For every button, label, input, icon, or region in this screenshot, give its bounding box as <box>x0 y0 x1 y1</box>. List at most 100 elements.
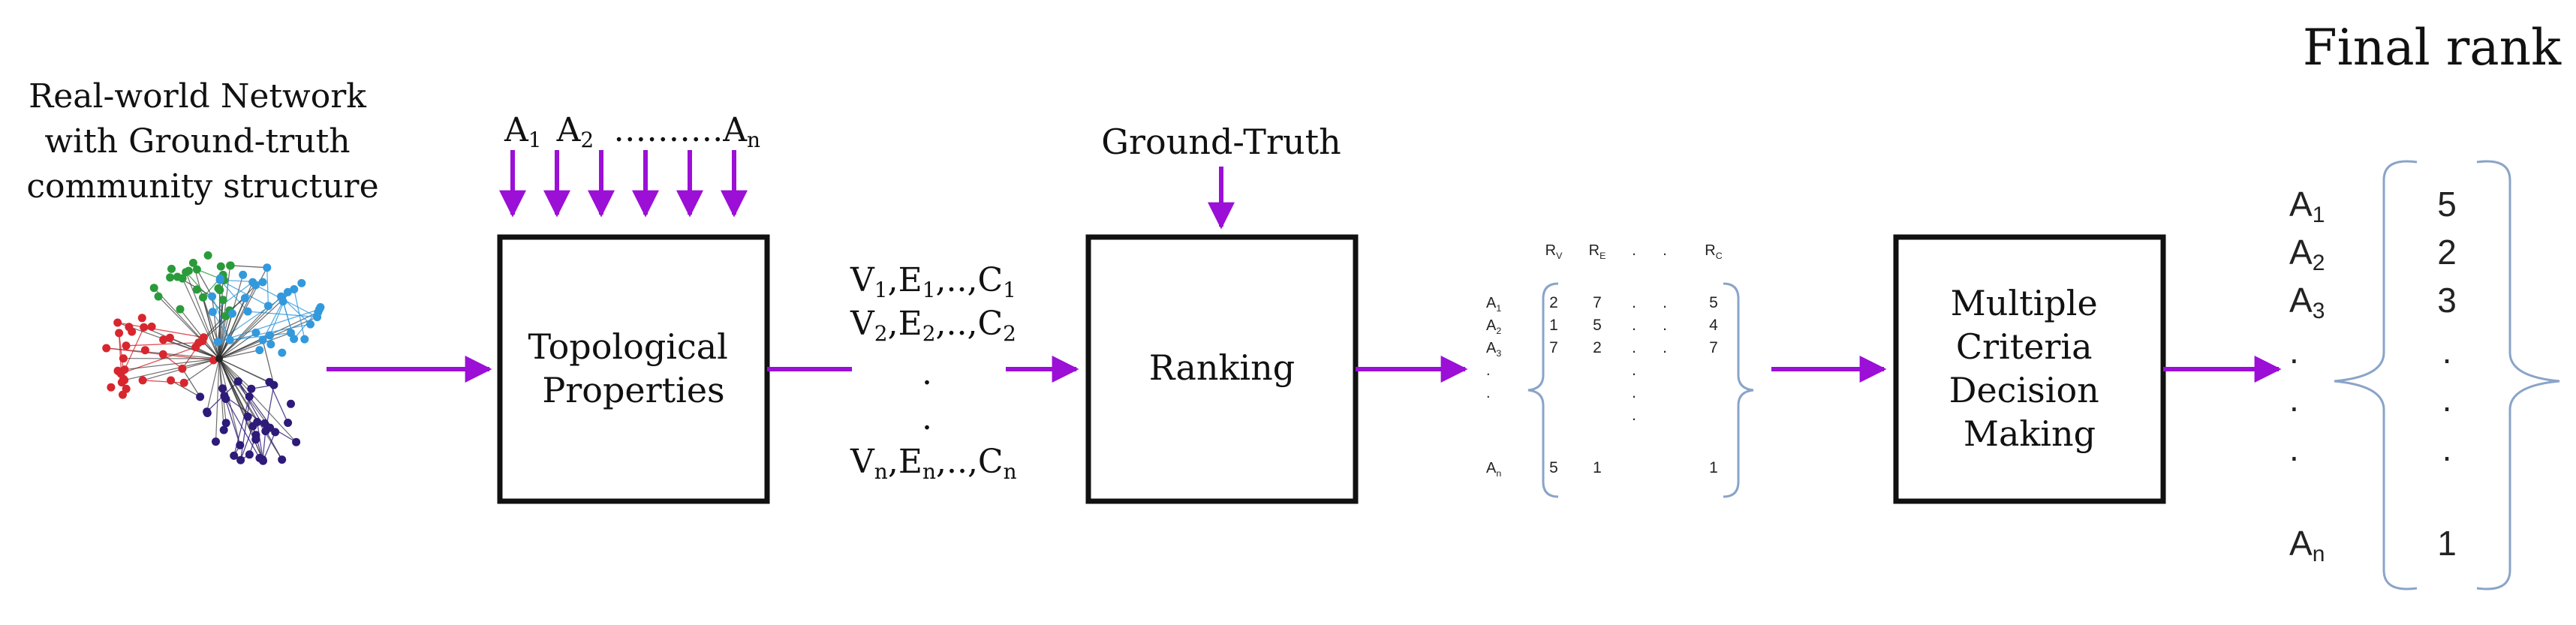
community-purple-node <box>245 392 254 401</box>
network-nodes <box>102 251 325 465</box>
final-rank-value: 2 <box>2437 233 2457 272</box>
properties-row-1: V1,E1,..,C1 <box>850 261 1016 302</box>
community-purple-node <box>236 440 245 449</box>
community-red-node <box>167 376 176 385</box>
final-rank-alternative: An <box>2289 524 2325 566</box>
community-green-node <box>192 265 201 274</box>
community-green-node <box>167 264 176 273</box>
network-edge <box>218 358 283 460</box>
network-edge <box>218 305 269 359</box>
final-rank-value: 5 <box>2437 185 2457 224</box>
network-edge <box>196 269 213 297</box>
community-red-node <box>115 329 124 338</box>
community-green-node <box>166 273 175 282</box>
community-purple-node <box>271 428 280 437</box>
community-purple-node <box>261 427 270 436</box>
properties-ellipsis-dot: . <box>922 399 932 437</box>
matrix-cell: . <box>1632 407 1636 424</box>
attributes-ellipsis: ………. <box>613 111 723 149</box>
community-red-node <box>179 378 188 387</box>
community-purple-node <box>260 419 269 428</box>
community-purple-node <box>221 395 230 404</box>
community-purple-node <box>196 392 205 401</box>
network-edge <box>225 398 260 458</box>
community-red-node <box>107 383 116 392</box>
properties-row-n: Vn,En,..,Cn <box>850 443 1017 484</box>
matrix-cell: . <box>1663 339 1667 356</box>
community-blue-node <box>258 278 267 287</box>
community-purple-node <box>245 450 254 459</box>
network-edge <box>262 431 276 461</box>
community-red-node <box>117 378 126 387</box>
network-caption-line-2: with Ground-truth <box>44 122 350 161</box>
community-blue-node <box>228 309 236 318</box>
matrix-cell: 1 <box>1593 459 1602 476</box>
matrix-cell: 5 <box>1549 459 1558 476</box>
final-rank-alternative: . <box>2289 429 2299 468</box>
network-edge <box>237 381 276 433</box>
community-purple-node <box>284 419 293 427</box>
matrix-col-header: RC <box>1705 242 1722 261</box>
matrix-row-label: A3 <box>1486 340 1501 359</box>
matrix-cell: 2 <box>1549 294 1558 311</box>
community-purple-node <box>292 437 301 446</box>
final-rank-alternative: A2 <box>2289 233 2325 275</box>
community-green-node <box>221 311 230 320</box>
network-edge <box>266 267 269 306</box>
community-red-node <box>128 327 137 336</box>
community-green-node <box>226 261 235 270</box>
matrix-left-bracket <box>1527 282 1559 498</box>
community-green-node <box>188 258 197 267</box>
matrix-row-label: . <box>1486 362 1491 379</box>
attributes-header: A1 A2 ……….An <box>504 111 760 155</box>
network-edge <box>218 332 291 359</box>
community-red-node <box>137 314 146 323</box>
community-purple-node <box>212 437 220 446</box>
community-red-node <box>178 364 187 373</box>
community-purple-node <box>233 377 242 386</box>
community-red-node <box>116 369 125 378</box>
properties-row-2: V2,E2,..,C2 <box>850 305 1016 346</box>
matrix-cell: 7 <box>1593 294 1602 311</box>
properties-list: V1,E1,..,C1 V2,E2,..,C2 . . Vn,En,..,Cn <box>850 261 1017 484</box>
network-edge <box>185 272 220 359</box>
network-edge <box>262 340 275 386</box>
ground-truth-label: Ground-Truth <box>1101 122 1341 162</box>
final-rank-left-bracket <box>2334 160 2418 590</box>
matrix-cell: . <box>1632 294 1636 311</box>
matrix-row-label: A1 <box>1486 295 1501 314</box>
network-edge <box>179 308 220 359</box>
matrix-cell: 7 <box>1549 339 1558 356</box>
network-edge <box>218 350 260 359</box>
final-rank-value: . <box>2442 429 2452 468</box>
network-edge <box>217 299 224 342</box>
community-green-node <box>192 285 201 294</box>
network-edge <box>182 278 220 359</box>
final-rank-alternative: . <box>2289 332 2299 371</box>
network-edge <box>170 380 200 398</box>
community-blue-node <box>297 278 306 287</box>
network-edge <box>120 347 196 374</box>
network-edge <box>206 358 220 412</box>
community-blue-node <box>263 302 272 311</box>
community-red-node <box>199 333 208 342</box>
network-edge <box>124 358 220 371</box>
community-blue-node <box>243 307 252 316</box>
network-edge <box>218 358 252 389</box>
community-blue-node <box>225 335 234 344</box>
matrix-cell: . <box>1632 339 1636 356</box>
community-purple-node <box>219 425 228 434</box>
community-blue-node <box>266 331 275 340</box>
community-red-node <box>147 322 156 331</box>
network-edge <box>219 279 269 307</box>
matrix-right-bracket <box>1723 282 1754 498</box>
community-green-node <box>149 284 158 293</box>
network-edge <box>124 358 220 381</box>
community-purple-node <box>236 455 245 464</box>
network-edges <box>106 263 321 461</box>
network-edge <box>230 265 267 269</box>
